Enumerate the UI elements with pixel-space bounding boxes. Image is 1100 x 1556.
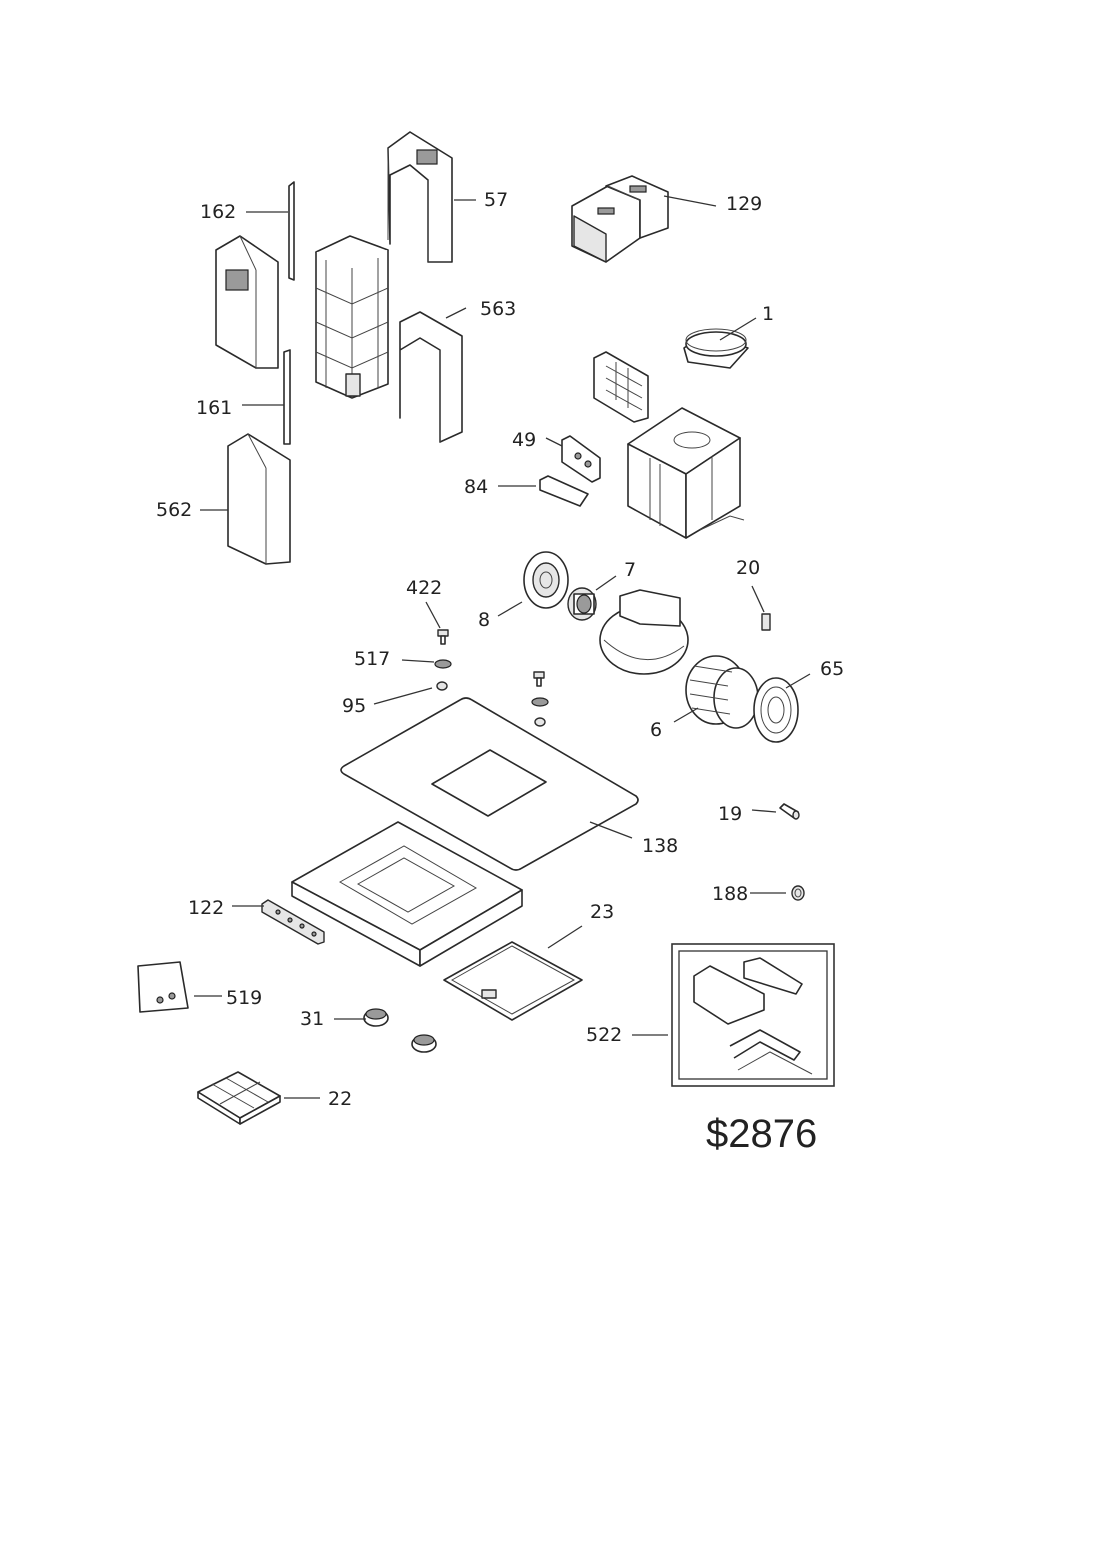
part-522-kit-box — [671, 943, 835, 1087]
part-19-pin — [779, 803, 800, 820]
chimney-frame — [315, 235, 389, 399]
label-138: 138 — [642, 835, 678, 857]
part-563-chimney-cover — [399, 311, 463, 443]
label-161: 161 — [196, 397, 232, 419]
part-122-control-panel — [261, 899, 325, 945]
label-65: 65 — [820, 658, 844, 680]
part-188-cap — [791, 885, 805, 901]
label-57: 57 — [484, 189, 508, 211]
hood-canopy-body — [291, 821, 523, 967]
label-95: 95 — [342, 695, 366, 717]
motor-housing-box — [627, 407, 745, 539]
grease-filter-cassette — [593, 351, 649, 423]
label-8: 8 — [478, 609, 490, 631]
part-517-washer — [434, 659, 452, 669]
label-20: 20 — [736, 557, 760, 579]
label-1: 1 — [762, 303, 774, 325]
leader-lines — [194, 195, 811, 1099]
label-122: 122 — [188, 897, 224, 919]
label-84: 84 — [464, 476, 488, 498]
part-49-control-board — [561, 435, 601, 483]
label-517: 517 — [354, 648, 390, 670]
part-22-carbon-filter — [197, 1071, 281, 1125]
part-84-bracket — [539, 475, 589, 507]
label-22: 22 — [328, 1088, 352, 1110]
label-519: 519 — [226, 987, 262, 1009]
part-labels: 162 57 129 563 1 161 49 84 562 422 7 20 … — [156, 189, 844, 1110]
part-57-upper-chimney-cover — [387, 131, 453, 263]
label-422: 422 — [406, 577, 442, 599]
price-text: $2876 — [706, 1112, 818, 1156]
label-23: 23 — [590, 901, 614, 923]
part-138-gasket-plate — [340, 697, 639, 871]
label-522: 522 — [586, 1024, 622, 1046]
part-8-motor-plate — [523, 551, 569, 609]
part-162-strip — [288, 181, 295, 281]
part-129-duct-adapter — [571, 175, 669, 263]
label-162: 162 — [200, 201, 236, 223]
blower-scroll-housing — [599, 589, 689, 675]
label-188: 188 — [712, 883, 748, 905]
label-562: 562 — [156, 499, 192, 521]
part-422-screw — [437, 629, 449, 645]
chimney-cover-left — [215, 235, 279, 369]
fastener-set-right — [531, 671, 549, 727]
part-7-motor — [567, 587, 597, 621]
knob-second — [411, 1034, 437, 1053]
part-95-nut — [436, 681, 448, 691]
part-6-blower-wheel — [685, 655, 759, 729]
part-161-strip — [283, 349, 291, 445]
part-1-outlet-ring — [683, 328, 749, 369]
part-65-inlet-grille — [753, 677, 799, 743]
label-6: 6 — [650, 719, 662, 741]
label-7: 7 — [624, 559, 636, 581]
label-563: 563 — [480, 298, 516, 320]
part-20-clip — [761, 613, 771, 631]
label-49: 49 — [512, 429, 536, 451]
part-562-chimney-cover — [227, 433, 291, 565]
label-19: 19 — [718, 803, 742, 825]
part-31-knob — [363, 1008, 389, 1027]
part-23-filter-plate — [443, 941, 583, 1021]
label-129: 129 — [726, 193, 762, 215]
part-519-hardware-bag — [137, 961, 189, 1013]
label-31: 31 — [300, 1008, 324, 1030]
